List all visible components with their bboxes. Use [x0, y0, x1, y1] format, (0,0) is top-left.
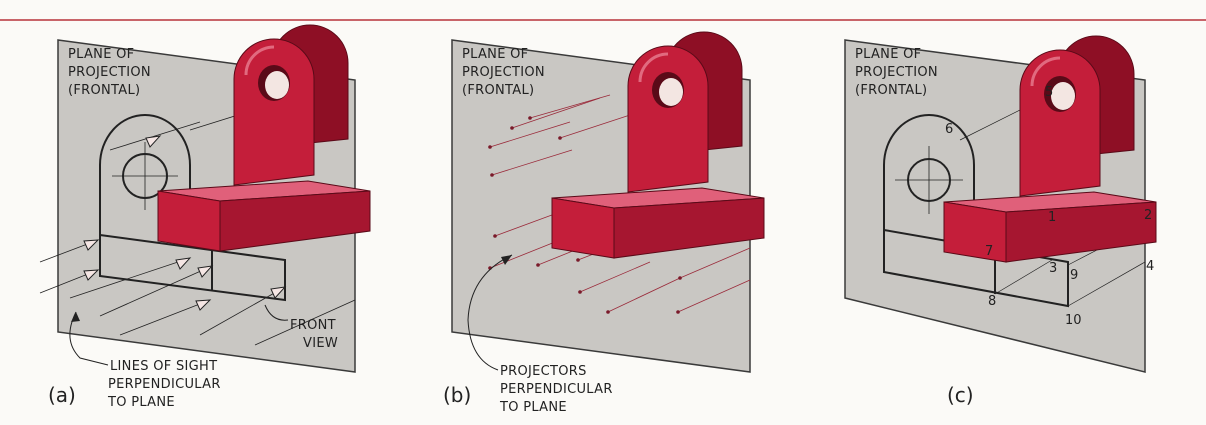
point-label-8: 8 [988, 294, 996, 309]
front-view-label-1: FRONT [290, 318, 336, 333]
leader-arrow [501, 255, 512, 265]
point-label-9: 9 [1070, 268, 1078, 283]
point-label-4: 4 [1146, 259, 1154, 274]
leader-arrow [71, 312, 80, 322]
projectors-label-2: PERPENDICULAR [500, 382, 613, 397]
plane-label-line-3: (FRONTAL) [68, 83, 140, 98]
plane-label-line-3: (FRONTAL) [855, 83, 927, 98]
lines-of-sight-label-3: TO PLANE [107, 395, 175, 410]
lines-of-sight [39, 104, 356, 346]
plane-label-line-1: PLANE OF [68, 47, 134, 62]
point-label-7: 7 [985, 244, 993, 259]
plane-label-line-2: PROJECTION [68, 65, 151, 80]
projector-points [488, 116, 682, 314]
projectors-label-3: TO PLANE [499, 400, 567, 415]
plane-label-line-3: (FRONTAL) [462, 83, 534, 98]
plane-label-line-1: PLANE OF [855, 47, 921, 62]
projectors-leader [467, 254, 513, 371]
point-label-2: 2 [1144, 208, 1152, 223]
front-view-label-2: VIEW [303, 336, 338, 351]
center-lines [895, 146, 963, 214]
plane-label-line-1: PLANE OF [462, 47, 528, 62]
panel-letter: (b) [443, 383, 471, 407]
panel-c: PLANE OF PROJECTION (FRONTAL) 1 2 3 4 [844, 34, 1158, 407]
front-view-leader [264, 304, 289, 321]
panel-letter: (a) [48, 383, 76, 407]
point-label-3: 3 [1049, 261, 1057, 276]
lines-of-sight-label-2: PERPENDICULAR [108, 377, 221, 392]
center-lines [112, 142, 178, 210]
point-label-6: 6 [945, 122, 953, 137]
plane-label-line-2: PROJECTION [855, 65, 938, 80]
plane-label-line-2: PROJECTION [462, 65, 545, 80]
panel-letter: (c) [947, 383, 974, 407]
panel-a: PLANE OF PROJECTION (FRONTAL) [39, 23, 372, 410]
projectors-label-1: PROJECTORS [500, 364, 587, 379]
sight-arrowheads [83, 135, 287, 311]
panel-b: PLANE OF PROJECTION (FRONTAL) [443, 30, 766, 415]
point-label-5: 5 [1045, 85, 1053, 100]
point-label-1: 1 [1048, 210, 1056, 225]
point-label-10: 10 [1065, 313, 1082, 328]
lines-of-sight-label-1: LINES OF SIGHT [110, 359, 217, 374]
